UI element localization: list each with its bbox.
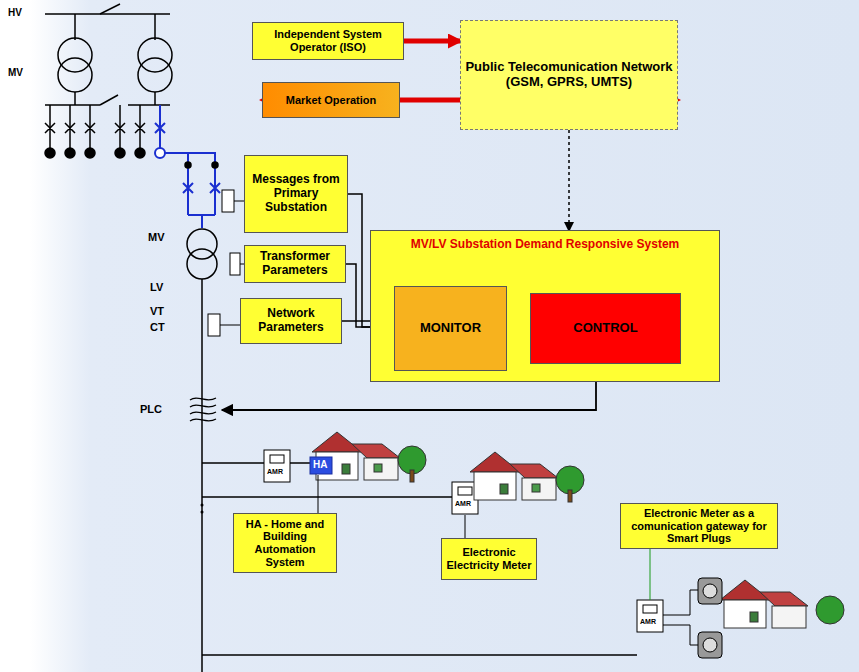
label-text: AMR: [455, 500, 471, 507]
houses: [312, 432, 844, 628]
node-text: Public Telecomunication Network (GSM, GP…: [465, 60, 673, 90]
node-text: Market Operation: [286, 94, 376, 107]
callout-box: Electronic Meter as a comunication gatew…: [620, 503, 778, 549]
connector: [568, 130, 570, 230]
label-text: CT: [150, 322, 165, 333]
distribution-transformer: [185, 162, 218, 672]
label-text: LV: [150, 282, 163, 293]
label-text: VT: [150, 306, 164, 317]
blue-feeder: [155, 105, 220, 228]
sensors: [208, 190, 244, 336]
market-box: Market Operation: [262, 82, 400, 118]
input-box: Network Parameters: [240, 298, 342, 344]
smart-plugs: [663, 578, 722, 658]
lv-feeders: [202, 463, 637, 655]
network-box: Public Telecomunication Network (GSM, GP…: [460, 20, 678, 130]
connector: [404, 39, 460, 44]
label-text: AMR: [640, 618, 656, 625]
hv-busbar: [45, 4, 172, 105]
label-text: PLC: [140, 404, 162, 415]
node-text: HA - Home and Building Automation System: [238, 518, 332, 569]
mv-feeders: [45, 105, 145, 158]
callout-box: HA - Home and Building Automation System: [233, 513, 337, 573]
label-text: MV: [148, 232, 165, 243]
control-box: CONTROL: [530, 293, 681, 364]
input-box: Messages from Primary Substation: [244, 155, 348, 233]
label-text: HV: [8, 8, 22, 18]
node-text: MONITOR: [420, 321, 481, 336]
callout-box: Electronic Electricity Meter: [441, 538, 537, 580]
operator-box: Independent System Operator (ISO): [252, 22, 404, 60]
node-text: Independent System Operator (ISO): [257, 28, 399, 53]
node-text: Electronic Meter as a comunication gatew…: [625, 507, 773, 545]
node-text: MV/LV Substation Demand Responsive Syste…: [391, 234, 700, 252]
system-box: MV/LV Substation Demand Responsive Syste…: [370, 230, 720, 382]
node-text: Transformer Parameters: [249, 250, 341, 278]
dots: [201, 504, 204, 514]
input-box: Transformer Parameters: [244, 245, 346, 283]
node-text: Messages from Primary Substation: [249, 173, 343, 214]
node-text: Electronic Electricity Meter: [446, 546, 532, 571]
label-text: MV: [8, 68, 23, 78]
node-text: Network Parameters: [245, 307, 337, 335]
label-text: HA: [313, 460, 327, 470]
label-text: AMR: [267, 468, 283, 475]
monitor-box: MONITOR: [394, 286, 507, 371]
leaders: [310, 457, 650, 600]
node-text: CONTROL: [573, 321, 637, 336]
